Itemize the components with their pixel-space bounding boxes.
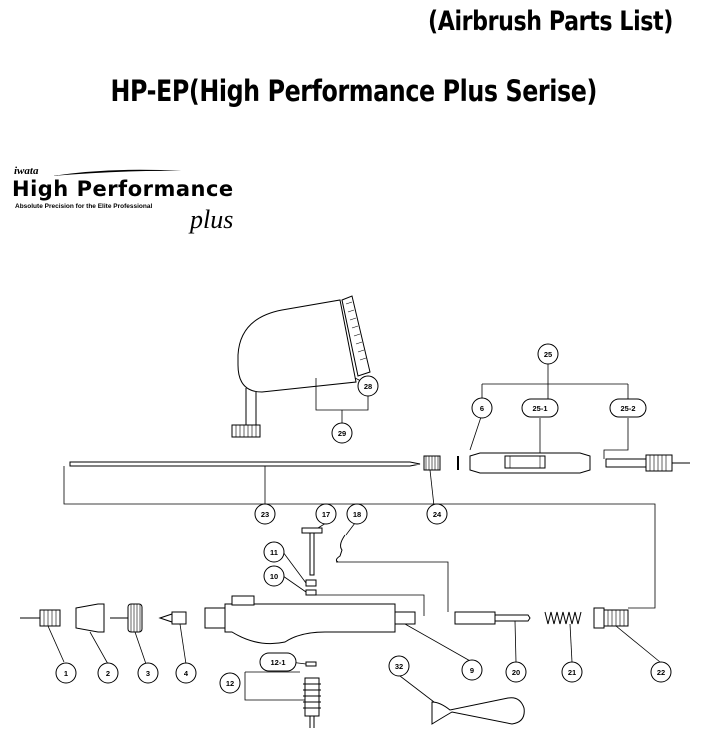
brand-logo: iwata High Performance Absolute Precisio… [12,165,252,245]
part-number: 21 [568,668,576,677]
part-label-24: 24 [426,503,448,525]
part-number: 12-1 [270,658,285,667]
part-label-18: 18 [346,503,368,525]
part-label-23: 23 [254,503,276,525]
part-number: 12 [226,679,234,688]
part-number: 6 [480,404,484,413]
logo-plus-text: plus [190,205,234,234]
part-label-20: 20 [505,661,527,683]
page-subtitle: HP-EP(High Performance Plus Serise) [110,74,597,108]
part-label-29: 29 [331,422,353,444]
part-number: 1 [64,669,68,678]
part-number: 25-2 [620,404,635,413]
needle-spring [544,611,582,625]
part-label-17: 17 [315,503,337,525]
logo-swoosh-icon [52,169,182,176]
nozzle-cap [20,609,61,627]
part-label-12: 12 [219,672,241,694]
nozzle [158,611,187,625]
part-label-25-1: 25-1 [521,398,559,418]
part-label-12-1: 12-1 [259,652,297,672]
cup-lid [341,295,371,377]
part-label-25-2: 25-2 [609,398,647,418]
part-label-22: 22 [650,661,672,683]
logo-brand-text: iwata [14,165,39,177]
part-number: 23 [261,510,269,519]
part-number: 17 [322,510,330,519]
part-label-1: 1 [55,662,77,684]
spring-box [593,607,629,629]
part-number: 22 [657,668,665,677]
page-title: (Airbrush Parts List) [128,6,709,37]
color-cup [231,299,357,438]
part-number: 28 [364,382,372,391]
lever-spring [335,534,346,563]
part-number: 4 [184,669,189,678]
nozzle-head-cap [75,603,105,633]
part-label-28: 28 [357,375,379,397]
needle-chucking-nut [423,455,441,471]
part-label-11: 11 [263,541,285,563]
auxiliary-lever [305,579,317,596]
airbrush-body [204,595,416,645]
part-number: 11 [270,548,278,557]
part-number: 25 [544,350,552,359]
part-label-6: 6 [471,397,493,419]
nozzle-wrench [431,697,525,725]
part-label-4: 4 [175,662,197,684]
part-label-9: 9 [461,659,483,681]
part-label-32: 32 [388,655,410,677]
spring-guide [454,611,531,625]
part-label-3: 3 [137,662,159,684]
leader-lines [47,364,661,703]
part-label-25: 25 [537,343,559,365]
page-title-text: (Airbrush Parts List) [428,6,673,37]
main-lever [301,527,323,576]
part-label-21: 21 [561,661,583,683]
part-number: 24 [433,510,442,519]
part-number: 18 [353,510,361,519]
part-number: 3 [146,669,150,678]
needle-chucking-guide [457,452,690,474]
part-number: 29 [338,429,346,438]
part-label-10: 10 [263,565,285,587]
part-number: 25-1 [532,404,547,413]
part-label-2: 2 [97,662,119,684]
part-number: 2 [106,669,110,678]
part-number: 9 [470,666,474,675]
air-valve-assembly [303,661,321,728]
part-number: 32 [395,662,403,671]
part-number: 10 [270,572,278,581]
part-number: 20 [512,668,520,677]
nozzle-head [110,603,143,633]
logo-main-text: High Performance [12,177,234,201]
needle [69,461,421,467]
logo-tagline: Absolute Precision for the Elite Profess… [15,203,153,210]
